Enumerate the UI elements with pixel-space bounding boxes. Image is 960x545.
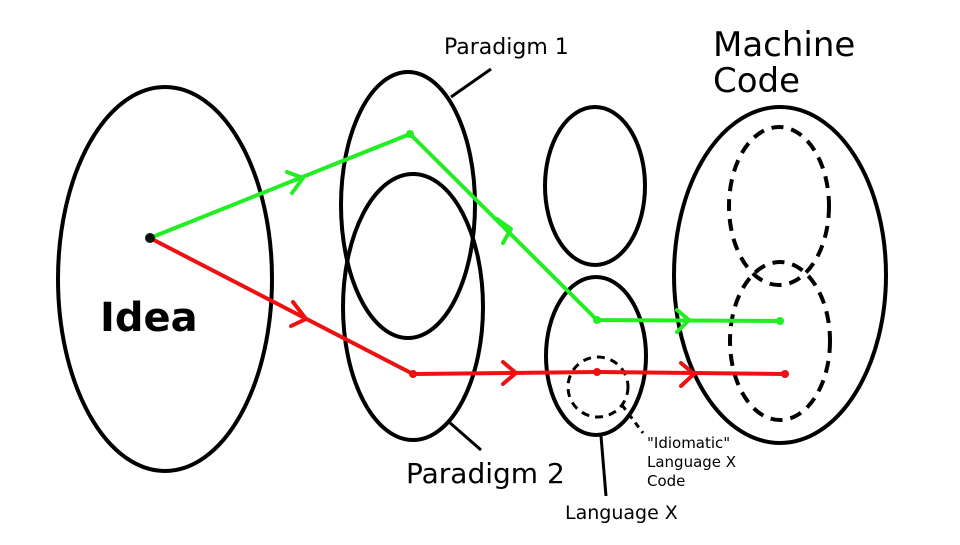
paradigm1-pointer (450, 67, 492, 99)
machine-code-label-line1: Machine (713, 25, 855, 65)
idiomatic-label: "Idiomatic" Language X Code (647, 434, 741, 490)
machine-code-ellipse (672, 105, 888, 445)
machine-code-label: Machine Code (713, 25, 866, 101)
language-ellipse-top (543, 105, 647, 267)
green-path-node (593, 316, 601, 324)
red-arrowhead (501, 360, 518, 386)
idiomatic-label-line3: Code (647, 472, 685, 490)
idiomatic-label-line1: "Idiomatic" (647, 434, 730, 452)
language-x-pointer (599, 435, 608, 497)
green-path (149, 132, 781, 323)
machine-code-inner-top (727, 125, 831, 287)
red-path (149, 236, 786, 376)
red-arrowhead (679, 361, 696, 388)
green-path-node (776, 317, 784, 325)
idiomatic-code-ellipse (566, 355, 630, 419)
idea-origin-dot (145, 233, 155, 243)
red-arrowhead (289, 300, 308, 328)
paradigm1-ellipse (339, 70, 477, 340)
idiomatic-pointer (620, 404, 645, 434)
idiomatic-label-line2: Language X (647, 453, 736, 471)
green-arrowhead (285, 170, 305, 195)
idea-ellipse (56, 85, 274, 473)
red-path-node (781, 370, 789, 378)
language-x-label: Language X (565, 502, 678, 524)
language-x-ellipse (544, 275, 648, 437)
paradigm2-label: Paradigm 2 (406, 457, 565, 490)
idea-label: Idea (100, 295, 198, 341)
red-path-node (593, 368, 601, 376)
paradigm1-label: Paradigm 1 (444, 35, 569, 60)
red-path-node (409, 370, 417, 378)
green-arrowhead (675, 308, 691, 334)
paradigm2-pointer (448, 420, 482, 452)
green-arrowhead (495, 217, 513, 245)
machine-code-inner-bottom (728, 260, 832, 422)
paradigm2-ellipse (341, 172, 485, 442)
green-path-node (406, 130, 414, 138)
machine-code-label-line2: Code (713, 61, 800, 101)
